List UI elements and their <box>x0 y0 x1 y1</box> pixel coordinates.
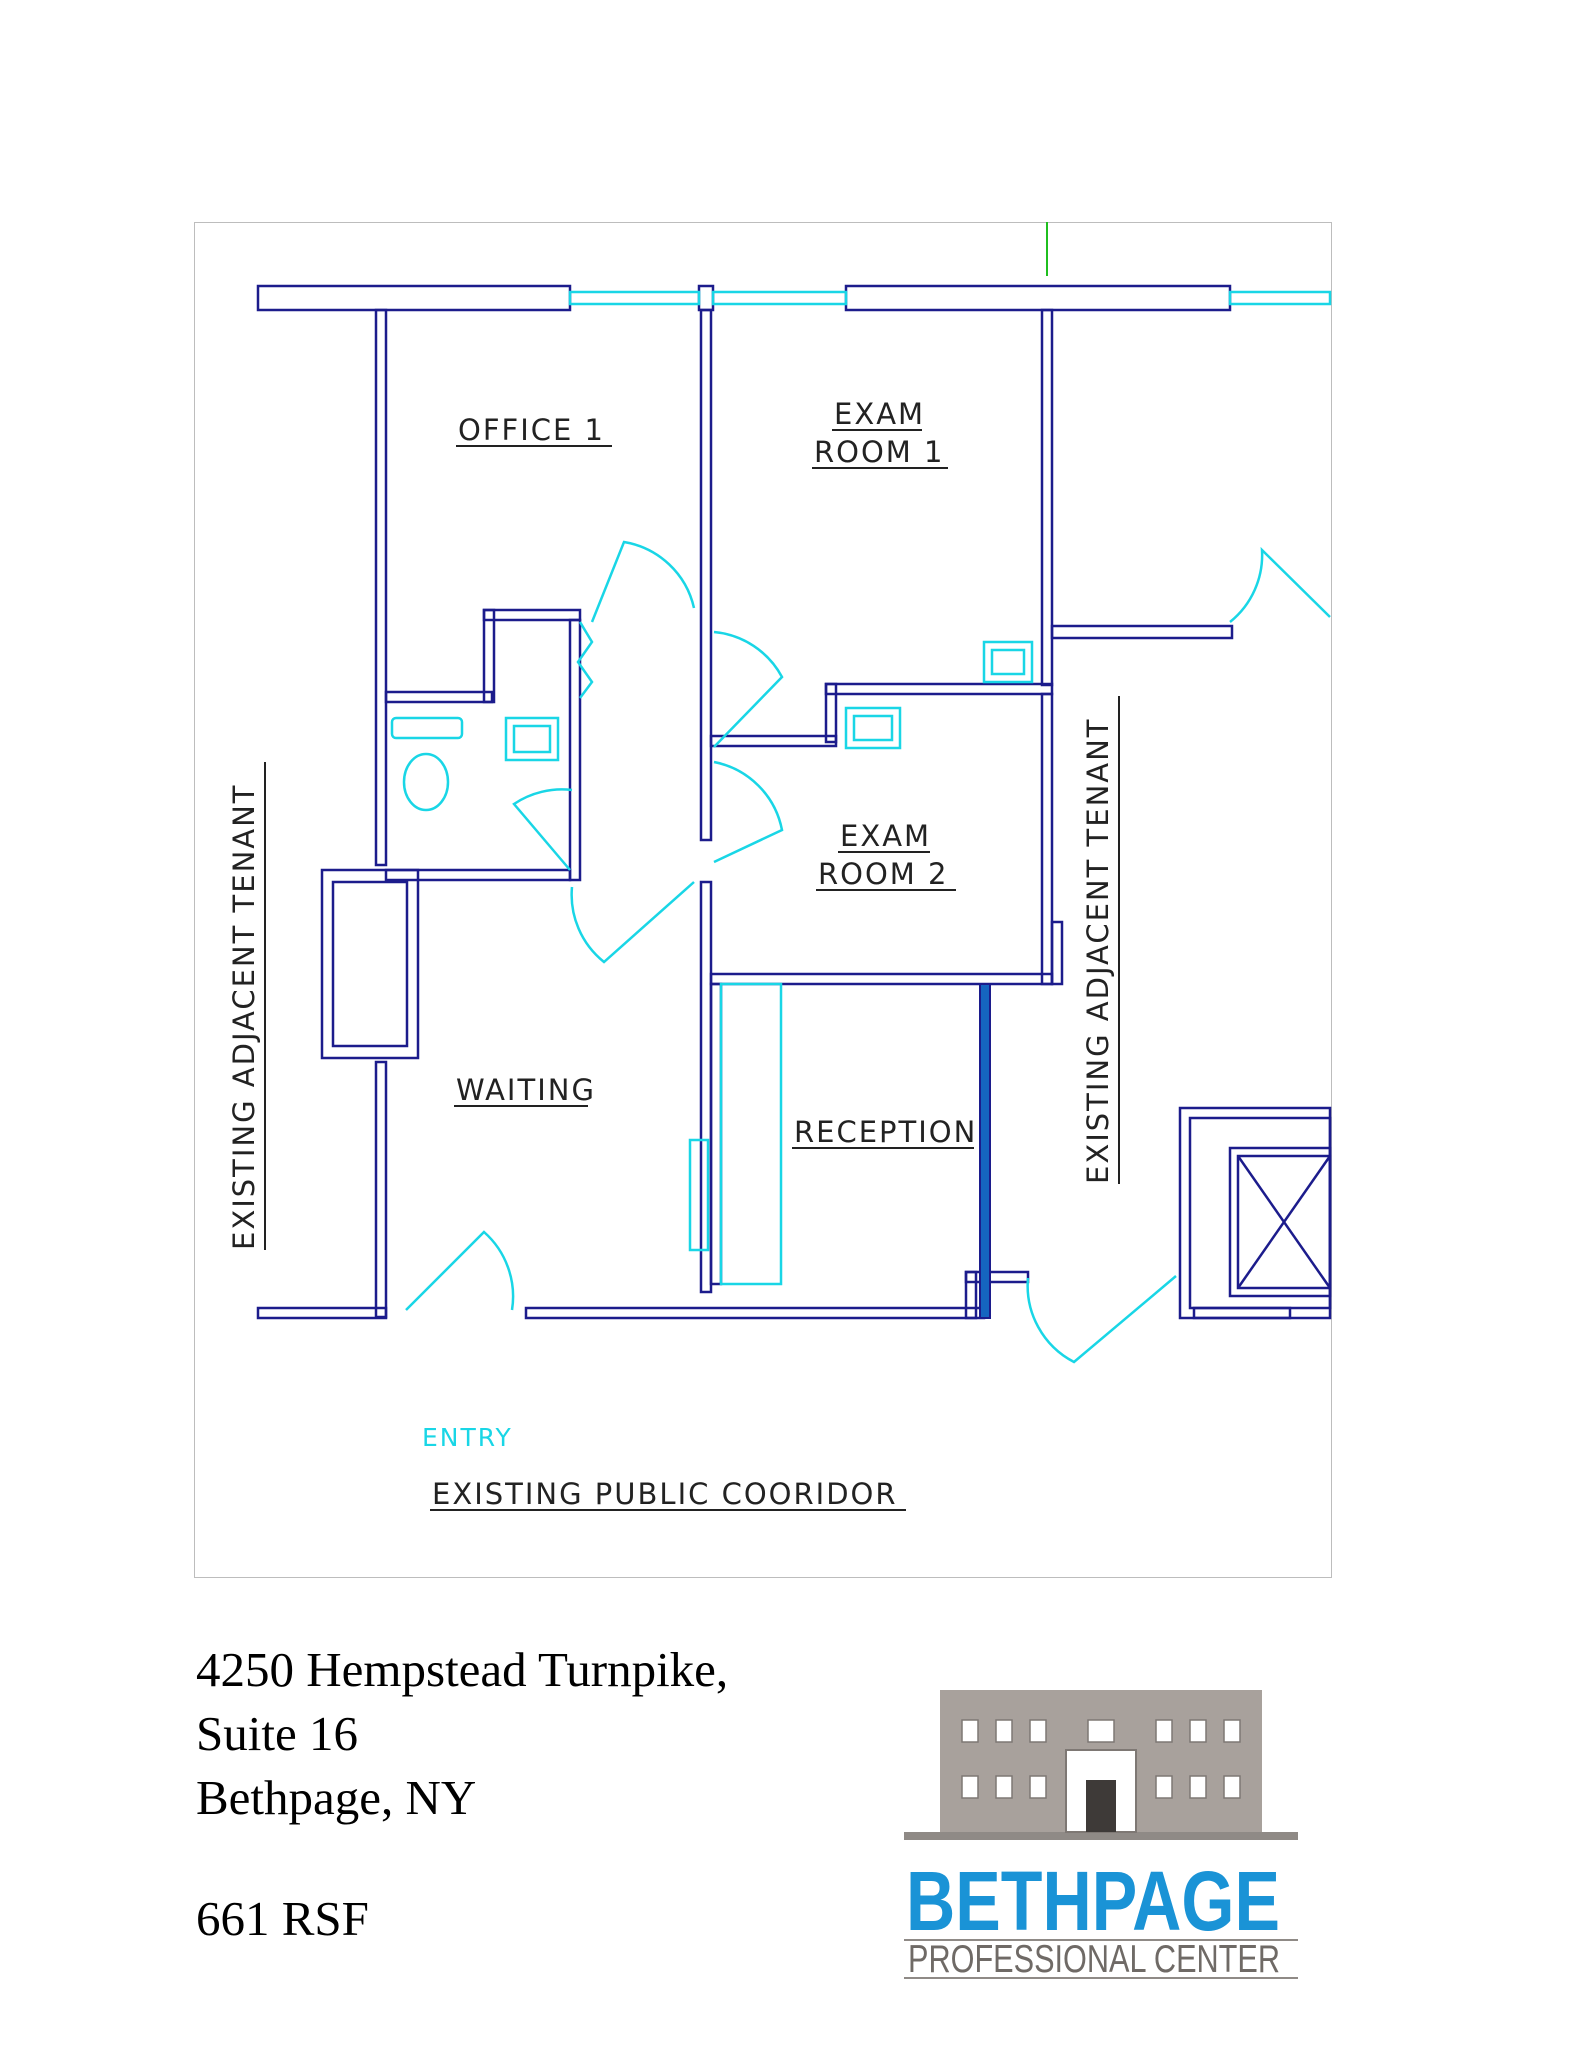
sink-bath <box>504 716 560 762</box>
wall-bath-right <box>568 618 582 882</box>
bethpage-logo: BETHPAGE PROFESSIONAL CENTER <box>904 1690 1298 1980</box>
door-adjacent <box>1229 546 1331 623</box>
address-block: 4250 Hempstead Turnpike, Suite 16 Bethpa… <box>196 1638 728 1830</box>
wall-top-mid-post <box>697 284 715 312</box>
door-stair <box>1026 1275 1177 1364</box>
window-2 <box>711 290 848 306</box>
stair-outer <box>1178 1106 1332 1320</box>
door-office1 <box>590 540 696 623</box>
wall-closet-left <box>482 608 496 704</box>
label-reception: RECEPTION <box>794 1115 977 1149</box>
doors-and-fixtures <box>390 290 1332 1364</box>
sink-exam1 <box>982 640 1034 684</box>
label-adjacent-right: EXISTING ADJACENT TENANT <box>1081 717 1115 1184</box>
wall-exam-divider-stub <box>824 682 838 744</box>
wall-exam2-bottom <box>709 972 1054 986</box>
wall-waiting-reception <box>699 880 713 1294</box>
label-entry: ENTRY <box>422 1423 513 1452</box>
toilet-bowl <box>402 752 450 812</box>
label-exam2-line2: ROOM 2 <box>818 857 949 891</box>
stair-box <box>1228 1146 1332 1298</box>
wall-left-upper <box>374 308 388 867</box>
label-waiting: WAITING <box>456 1073 596 1107</box>
floor-plan: OFFICE 1 EXAM ROOM 1 EXAM ROOM 2 WAITING… <box>227 222 1332 1511</box>
wall-bottom-left <box>256 1306 388 1320</box>
floor-plan-frame <box>194 222 1332 1578</box>
area-rsf: 661 RSF <box>196 1891 369 1946</box>
address-line1: 4250 Hempstead Turnpike, <box>196 1642 729 1697</box>
wall-closet-top <box>482 608 582 622</box>
address-line3: Bethpage, NY <box>196 1770 477 1825</box>
wall-stub-right <box>1050 920 1064 986</box>
label-exam1-line2: ROOM 1 <box>814 435 945 469</box>
toilet-tank <box>390 716 464 740</box>
door-exam1 <box>713 630 784 748</box>
door-waiting <box>570 881 695 964</box>
wall-bottom-right <box>1192 1306 1292 1320</box>
column-block <box>320 868 420 1060</box>
label-exam2-line1: EXAM <box>840 819 931 853</box>
window-3 <box>1228 290 1332 306</box>
reception-partition <box>979 983 991 1319</box>
building-icon <box>904 1690 1298 1840</box>
logo-name: BETHPAGE <box>906 1854 1280 1948</box>
wall-entry-stub-v <box>964 1270 978 1320</box>
wall-bath-bottom <box>384 868 572 882</box>
address-line2: Suite 16 <box>196 1706 358 1761</box>
wall-top-left <box>256 284 572 312</box>
reception-counter <box>719 982 783 1286</box>
wall-exam2-top <box>709 734 838 748</box>
wall-exam-divider <box>824 682 1054 696</box>
closet-bifold <box>576 621 594 699</box>
window-1 <box>568 290 701 306</box>
wall-left-lower <box>374 1060 388 1319</box>
wall-office-exam <box>699 308 713 842</box>
wall-reception-left <box>709 982 723 1286</box>
wall-adjacent-right <box>1050 624 1234 640</box>
door-entry <box>405 1230 515 1311</box>
logo-subtitle: PROFESSIONAL CENTER <box>908 1938 1280 1980</box>
reception-window <box>688 1138 710 1252</box>
door-exam2 <box>713 760 784 864</box>
stair-mid <box>1188 1116 1332 1310</box>
door-bath <box>512 788 573 871</box>
column-block-inner <box>331 880 409 1048</box>
wall-bottom-main <box>524 1306 986 1320</box>
walls <box>256 284 1332 1320</box>
wall-office-bottom <box>384 690 494 704</box>
stair-diag-2 <box>1236 1155 1332 1289</box>
sink-exam2 <box>844 706 902 750</box>
wall-top-right <box>844 284 1232 312</box>
wall-exam2-right <box>1040 692 1054 986</box>
wall-exam1-right <box>1040 308 1054 687</box>
stair-inner <box>1236 1154 1332 1290</box>
label-corridor: EXISTING PUBLIC COORIDOR <box>432 1477 898 1511</box>
label-exam1-line1: EXAM <box>834 397 925 431</box>
label-office1: OFFICE 1 <box>458 413 605 447</box>
label-adjacent-left: EXISTING ADJACENT TENANT <box>227 783 261 1250</box>
